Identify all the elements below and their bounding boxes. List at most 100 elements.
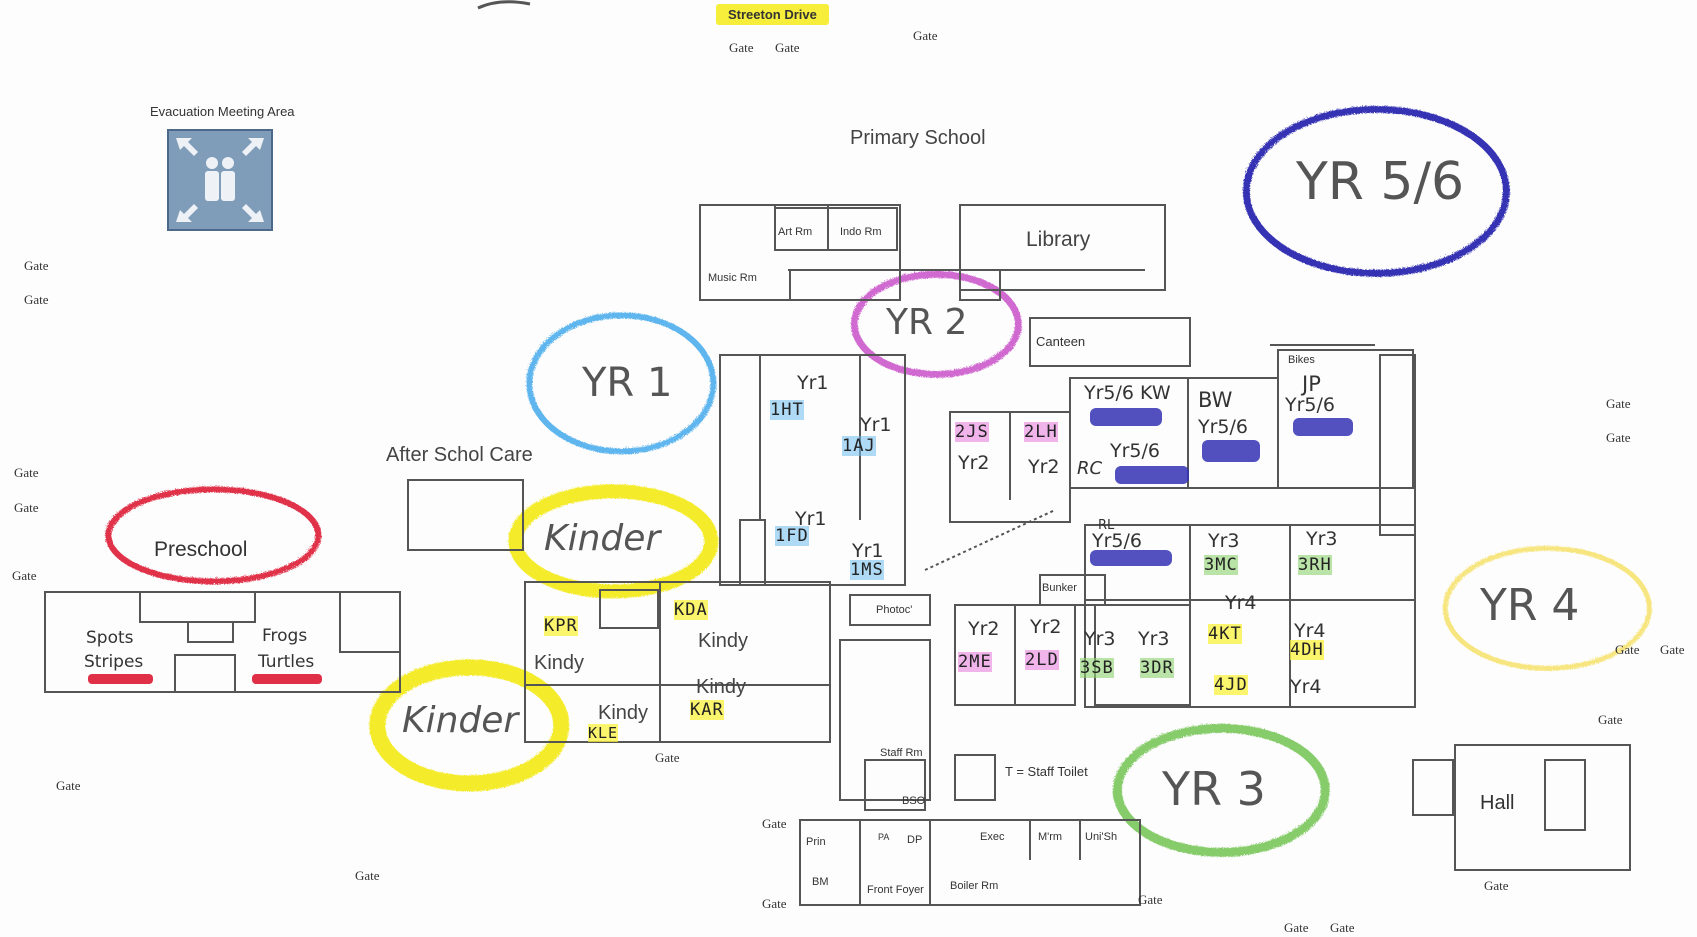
classroom-code: 2LD <box>1025 650 1059 670</box>
cloud-yr3 <box>1111 722 1329 856</box>
classroom-code: 2JS <box>955 422 989 442</box>
classroom-year-label: Kindy <box>698 630 749 652</box>
classroom-code: 4DH <box>1290 640 1324 660</box>
evacuation-label: Evacuation Meeting Area <box>150 104 295 119</box>
gate-label: Gate <box>1138 892 1163 907</box>
page-title: Primary School <box>850 127 986 149</box>
classroom-year-label: Yr5/6 <box>1198 416 1248 438</box>
gate-label: Gate <box>1484 878 1509 893</box>
classroom-code: BW <box>1198 388 1233 412</box>
gate-label: Gate <box>655 750 680 765</box>
room-pa: PA <box>878 832 890 842</box>
cloud-yr2 <box>849 269 1021 377</box>
classroom-year-label: Yr5/6 <box>1285 394 1335 416</box>
cloud-label-preschool: Preschool <box>154 538 248 561</box>
room-canteen: Canteen <box>1036 334 1086 349</box>
room-art: Art Rm <box>778 226 813 238</box>
classroom-code: RC <box>1077 458 1103 479</box>
classroom-year-label: Kindy <box>598 702 649 724</box>
classroom-code: 3MC <box>1204 555 1238 575</box>
classroom-year-label: Yr3 <box>1084 628 1116 650</box>
gate-label: Gate <box>56 778 81 793</box>
room-prin: Prin <box>806 836 826 848</box>
cloud-label-yr1: YR 1 <box>582 360 673 406</box>
classroom-year-label: Yr2 <box>1030 616 1062 638</box>
cloud-label-yr4: YR 4 <box>1480 580 1580 631</box>
classroom-year-label: Yr2 <box>958 452 990 474</box>
gate-label: Gate <box>729 40 754 55</box>
preschool-room-spots: Spots <box>86 628 134 648</box>
gate-label: Gate <box>1606 430 1631 445</box>
room-hall: Hall <box>1480 792 1515 814</box>
classroom-code: 2LH <box>1024 422 1058 442</box>
classroom-code: 4KT <box>1208 624 1242 644</box>
classroom-code: KLE <box>588 724 619 742</box>
classroom-code: 3SB <box>1080 658 1114 678</box>
room-music: Music Rm <box>708 272 757 284</box>
gate-label: Gate <box>762 816 787 831</box>
classroom-code: KPR <box>544 616 578 636</box>
room-bikes: Bikes <box>1288 354 1315 366</box>
classroom-year-label: Yr3 <box>1138 628 1170 650</box>
gate-label: Gate <box>762 896 787 911</box>
classroom-year-label: Yr1 <box>797 372 829 394</box>
classroom-code: 4JD <box>1214 675 1248 695</box>
gate-label: Gate <box>1615 642 1640 657</box>
cloud-label-yr2: YR 2 <box>886 302 968 343</box>
gate-label: Gate <box>14 500 39 515</box>
room-photoc: Photoc' <box>876 604 913 616</box>
classroom-year-label: Kindy <box>696 676 747 698</box>
cloud-label-kinder-bottom: Kinder <box>402 700 519 741</box>
preschool-room-stripes: Stripes <box>84 652 144 672</box>
gate-label: Gate <box>775 40 800 55</box>
classroom-year-label: Yr3 <box>1208 530 1240 552</box>
classroom-code: 1FD <box>775 526 809 546</box>
preschool-room-frogs: Frogs <box>262 626 308 646</box>
classroom-year-label: Yr2 <box>1028 456 1060 478</box>
classroom-year-label: Yr5/6 KW <box>1084 382 1171 404</box>
cloud-yr56 <box>1241 104 1509 276</box>
classroom-year-label: Yr4 <box>1294 620 1326 642</box>
room-bso: BSO <box>902 795 926 807</box>
classroom-year-label: Yr5/6 <box>1110 440 1160 462</box>
classroom-year-label: Yr4 <box>1290 676 1322 698</box>
evacuation-icon <box>167 129 273 231</box>
staff-toilet-legend: T = Staff Toilet <box>1005 764 1088 779</box>
cloud-yr1 <box>525 311 715 453</box>
cloud-preschool <box>104 485 320 583</box>
classroom-year-label: Yr1 <box>795 508 827 530</box>
classroom-year-label: Yr4 <box>1225 592 1257 614</box>
room-bunker: Bunker <box>1042 582 1077 594</box>
preschool-room-turtles: Turtles <box>258 652 315 672</box>
room-mrm: M'rm <box>1038 831 1063 843</box>
classroom-year-label: Yr5/6 <box>1092 530 1142 552</box>
cloud-label-yr3: YR 3 <box>1162 762 1266 816</box>
cloud-kinder-bottom <box>368 658 568 790</box>
classroom-code: 3RH <box>1298 555 1332 575</box>
room-staff: Staff Rm <box>880 747 923 759</box>
gate-label: Gate <box>1598 712 1623 727</box>
classroom-year-label: Yr1 <box>852 540 884 562</box>
classroom-code: 1MS <box>850 560 884 580</box>
classroom-code: KAR <box>690 700 724 720</box>
gate-label: Gate <box>24 258 49 273</box>
gate-label: Gate <box>1660 642 1685 657</box>
building-walls <box>44 204 1631 906</box>
gate-label: Gate <box>913 28 938 43</box>
classroom-code: 1AJ <box>842 436 876 456</box>
room-library: Library <box>1026 228 1091 251</box>
room-boiler: Boiler Rm <box>950 880 999 892</box>
cloud-label-yr56: YR 5/6 <box>1296 152 1465 212</box>
classroom-code: JP <box>1302 372 1321 396</box>
room-indo: Indo Rm <box>840 226 882 238</box>
scribble-mark <box>477 0 531 10</box>
gate-label: Gate <box>1330 920 1355 935</box>
room-exec: Exec <box>980 831 1005 843</box>
yr56-navy-marks <box>1090 408 1353 566</box>
gate-label: Gate <box>14 465 39 480</box>
cloud-yr4 <box>1441 544 1651 670</box>
room-dp: DP <box>907 834 923 846</box>
classroom-code: 2ME <box>958 652 992 672</box>
